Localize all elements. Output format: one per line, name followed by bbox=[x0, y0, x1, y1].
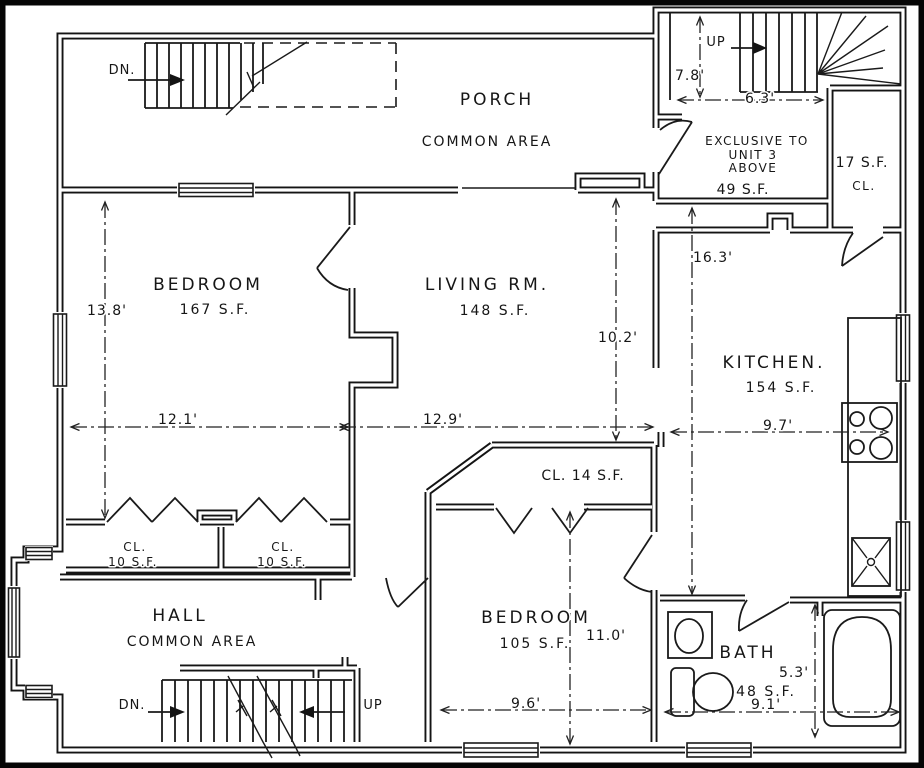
door-bedroom2 bbox=[623, 534, 653, 593]
label-vestibule-1: EXCLUSIVE TO bbox=[705, 134, 809, 148]
window-hall-bay-bottom bbox=[25, 684, 53, 699]
stairs-unit3: UP bbox=[669, 11, 902, 100]
stairs-porch: DN. bbox=[107, 41, 397, 116]
kitchen-counter bbox=[847, 317, 902, 597]
bifold-closet-right bbox=[235, 496, 328, 523]
window-bedroom2-bottom bbox=[462, 741, 540, 759]
dim-bedroom2-width: 9.6' bbox=[511, 696, 541, 712]
bathtub bbox=[823, 609, 901, 727]
label-living-area: 148 S.F. bbox=[460, 303, 531, 319]
stairs-hall: DN. UP bbox=[117, 675, 383, 759]
label-hall-stairs-up: UP bbox=[363, 698, 382, 713]
window-hall-bay-top bbox=[25, 546, 53, 561]
label-porch-type: COMMON AREA bbox=[422, 134, 553, 150]
label-living: LIVING RM. bbox=[425, 275, 549, 295]
label-closet-left: CL. bbox=[123, 540, 146, 554]
label-unit3-stairs-up: UP bbox=[706, 35, 725, 50]
door-bedroom1 bbox=[316, 226, 351, 291]
arrow-porch-dn bbox=[170, 74, 185, 86]
dim-stair-width: 6.3' bbox=[745, 91, 775, 107]
fixtures-kitchen bbox=[841, 317, 902, 597]
window-bedroom1-left bbox=[52, 312, 68, 388]
dim-kitchen-width: 9.7' bbox=[763, 418, 793, 434]
label-hall: HALL bbox=[152, 606, 207, 626]
label-bath-area: 48 S.F. bbox=[736, 684, 796, 700]
dim-bedroom2-height: 11.0' bbox=[586, 628, 626, 644]
bath-sink bbox=[667, 611, 713, 659]
label-vestibule-3: ABOVE bbox=[729, 161, 778, 175]
window-hall-bay-left bbox=[7, 586, 21, 659]
kitchen-sink bbox=[851, 537, 891, 587]
label-porch-stairs-dn: DN. bbox=[109, 63, 136, 78]
label-vestibule-area: 49 S.F. bbox=[717, 182, 770, 198]
label-vestibule-2: UNIT 3 bbox=[728, 148, 777, 162]
label-closet-left-area: 10 S.F. bbox=[108, 555, 158, 569]
window-bath-bottom bbox=[685, 741, 753, 759]
door-hall-living bbox=[385, 577, 429, 608]
label-hall-type: COMMON AREA bbox=[127, 634, 258, 650]
dim-bedroom1-height: 13.8' bbox=[87, 303, 127, 319]
windows bbox=[7, 182, 911, 759]
label-porch: PORCH bbox=[460, 90, 534, 110]
label-kitchen: KITCHEN. bbox=[722, 353, 825, 373]
labels: PORCH COMMON AREA BEDROOM 167 S.F. LIVIN… bbox=[85, 67, 889, 715]
toilet bbox=[670, 667, 734, 717]
dim-living-height: 10.2' bbox=[598, 330, 638, 346]
window-kitchen-right-lower bbox=[895, 520, 911, 592]
stairs-unit3-winder bbox=[817, 11, 902, 85]
door-bath bbox=[738, 599, 790, 632]
door-porch-vestibule bbox=[658, 119, 693, 175]
bifold-closet-left bbox=[106, 496, 199, 523]
arrow-unit3-up bbox=[753, 42, 767, 54]
dimension-lines bbox=[69, 15, 901, 746]
window-kitchen-right-upper bbox=[895, 313, 911, 383]
label-bedroom2-area: 105 S.F. bbox=[500, 636, 571, 652]
dim-stair-height: 7.8' bbox=[675, 68, 705, 84]
arrow-hall-dn bbox=[170, 706, 185, 718]
label-bath: BATH bbox=[719, 643, 776, 663]
window-bedroom1-top bbox=[177, 182, 255, 198]
label-bedroom1: BEDROOM bbox=[153, 275, 263, 295]
dim-bath-height: 5.3' bbox=[779, 665, 809, 681]
dim-bedroom1-width: 12.1' bbox=[158, 412, 198, 428]
label-closet-kitchen-area: 17 S.F. bbox=[836, 155, 889, 171]
label-bedroom1-area: 167 S.F. bbox=[180, 302, 251, 318]
dim-bath-width: 9.1' bbox=[751, 697, 781, 713]
dim-living-width: 12.9' bbox=[423, 412, 463, 428]
dim-kitchen-height: 16.3' bbox=[693, 250, 733, 266]
label-hall-stairs-dn: DN. bbox=[119, 698, 146, 713]
label-closet-right: CL. bbox=[271, 540, 294, 554]
door-kitchen-closet bbox=[841, 232, 884, 267]
label-closet-right-area: 10 S.F. bbox=[257, 555, 307, 569]
bifold-doors bbox=[106, 496, 589, 535]
label-bedroom2: BEDROOM bbox=[481, 608, 591, 628]
label-kitchen-area: 154 S.F. bbox=[746, 380, 817, 396]
doors bbox=[316, 119, 884, 632]
label-closet-bedroom2: CL. 14 S.F. bbox=[541, 468, 624, 484]
bifold-closet-bedroom2 bbox=[495, 507, 589, 535]
label-closet-kitchen: CL. bbox=[852, 179, 875, 193]
stairs-porch-dashed-landing bbox=[240, 42, 397, 108]
arrow-hall-up bbox=[299, 706, 314, 718]
